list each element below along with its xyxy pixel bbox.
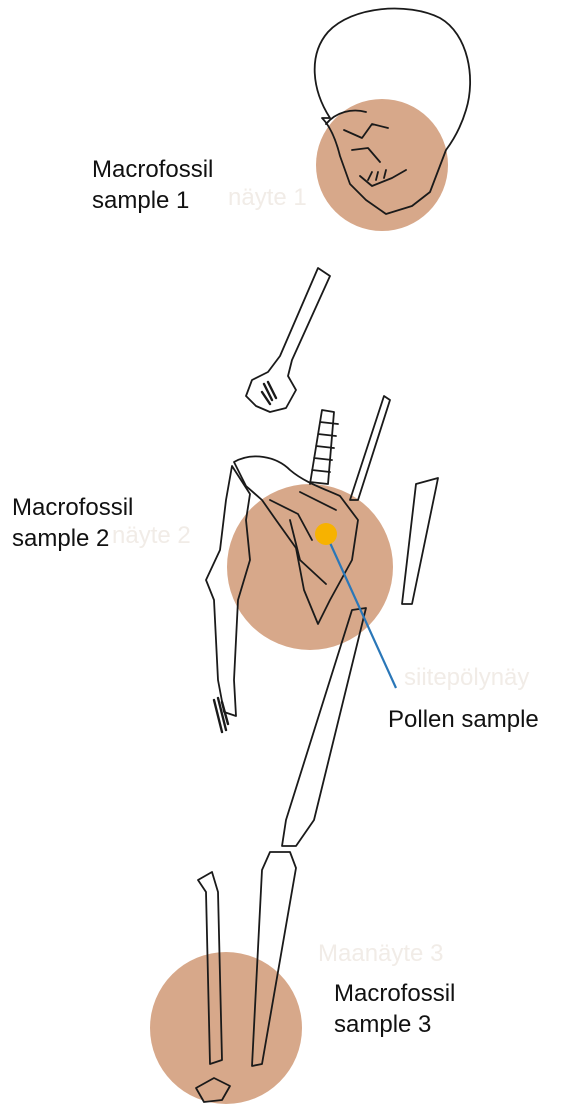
pollen-sample-label: Pollen sample [388,704,539,735]
ghost-text-pollen: siitepölynäy [404,664,529,692]
label-line: Macrofossil [92,154,213,185]
label-line: sample 1 [92,185,213,216]
lateral-bone [402,478,438,604]
macrofossil-sample-1-label: Macrofossil sample 1 [92,154,213,216]
ghost-text-sample-3: Maanäyte 3 [318,940,443,968]
label-line: sample 2 [12,523,133,554]
humerus-hatch [262,382,276,404]
pollen-sample-dot [315,523,337,545]
ghost-text-sample-1: näyte 1 [228,184,307,212]
macrofossil-sample-3-label: Macrofossil sample 3 [334,978,455,1040]
forearm-radius [350,396,390,500]
label-line: Macrofossil [334,978,455,1009]
humerus [246,268,330,412]
spine [310,410,338,484]
macrofossil-sample-3-circle [150,952,302,1104]
label-line: Macrofossil [12,492,133,523]
label-line: sample 3 [334,1009,455,1040]
left-femur-hatch [214,698,228,732]
macrofossil-sample-2-label: Macrofossil sample 2 [12,492,133,554]
